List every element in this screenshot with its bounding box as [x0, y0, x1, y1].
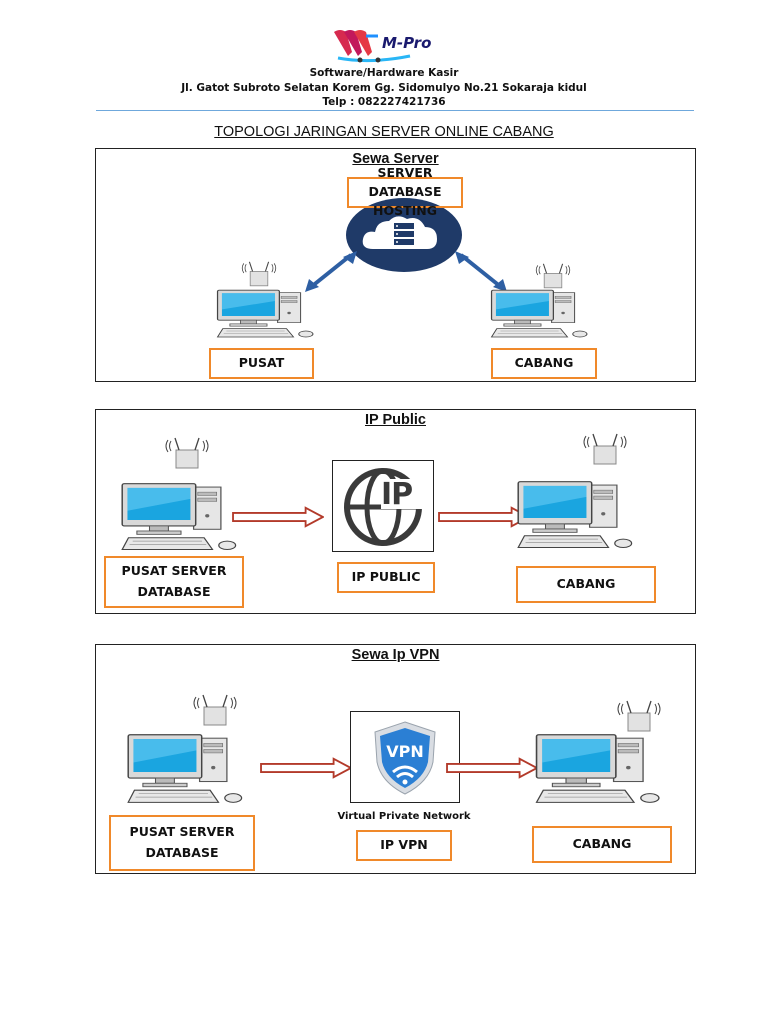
server-label-mid: DATABASE [368, 184, 442, 199]
router-icon [234, 257, 284, 289]
panel-ip-public: IP Public IP PUSAT SERVER DATABASE IP PU… [95, 409, 696, 614]
pusat-label: PUSAT [209, 348, 314, 379]
logo: M-Pro [330, 26, 440, 64]
computer-icon [214, 289, 320, 343]
arrow-right-icon [446, 757, 538, 779]
router-icon [608, 695, 670, 735]
router-icon [528, 259, 578, 291]
computer-icon [118, 482, 244, 558]
cloud-server-icon [346, 198, 462, 272]
header-divider [96, 110, 694, 111]
panel-sewa-server: Sewa Server SERVER DATABASE HOSTING PUSA… [95, 148, 696, 382]
label-line-1: PUSAT SERVER [129, 824, 235, 840]
server-label-bot: HOSTING [373, 203, 437, 218]
computer-icon [488, 289, 594, 343]
router-icon [184, 689, 246, 729]
ip-public-label: IP PUBLIC [337, 562, 435, 593]
vpn-icon-text: VPN [386, 742, 424, 761]
panel-sewa-ip-vpn: Sewa Ip VPN VPN Virtual Private Network … [95, 644, 696, 874]
cabang-label: CABANG [516, 566, 656, 603]
vpn-shield-icon [374, 721, 436, 795]
router-icon [574, 428, 636, 468]
arrow-right-icon [232, 506, 324, 528]
globe-ip-icon [344, 468, 423, 546]
header-address: Jl. Gatot Subroto Selatan Korem Gg. Sido… [181, 82, 587, 94]
cabang-label: CABANG [532, 826, 672, 863]
page-title: TOPOLOGI JARINGAN SERVER ONLINE CABANG [214, 124, 554, 140]
logo-text: M-Pro [382, 34, 432, 52]
server-label-top: SERVER [377, 165, 433, 180]
label-line-2: DATABASE [137, 584, 211, 599]
cart-logo-icon [334, 30, 411, 63]
computer-icon [514, 480, 640, 556]
vpn-caption: Virtual Private Network [337, 811, 471, 822]
label-line-2: DATABASE [145, 845, 219, 860]
panel-title: Sewa Server [352, 151, 439, 167]
computer-icon [532, 733, 668, 811]
router-icon [156, 432, 218, 472]
arrow-cloud-to-cabang-icon [455, 251, 507, 292]
label-line-1: PUSAT SERVER [121, 563, 227, 579]
header-phone: Telp : 082227421736 [322, 96, 446, 108]
panel-title: Sewa Ip VPN [351, 647, 440, 663]
vpn-icon-box: VPN [350, 711, 460, 803]
ip-icon-text: IP [381, 477, 413, 512]
arrow-cloud-to-pusat-icon [305, 251, 357, 292]
arrow-right-icon [260, 757, 352, 779]
pusat-server-database-label: PUSAT SERVER DATABASE [104, 556, 244, 608]
header-line-1: Software/Hardware Kasir [309, 67, 459, 79]
ip-vpn-label: IP VPN [356, 830, 452, 861]
ip-public-icon-box: IP [332, 460, 434, 552]
cabang-label: CABANG [491, 348, 597, 379]
computer-icon [124, 733, 250, 811]
pusat-server-database-label: PUSAT SERVER DATABASE [109, 815, 255, 871]
server-database-hosting-label [347, 177, 463, 208]
panel-title: IP Public [365, 412, 426, 428]
